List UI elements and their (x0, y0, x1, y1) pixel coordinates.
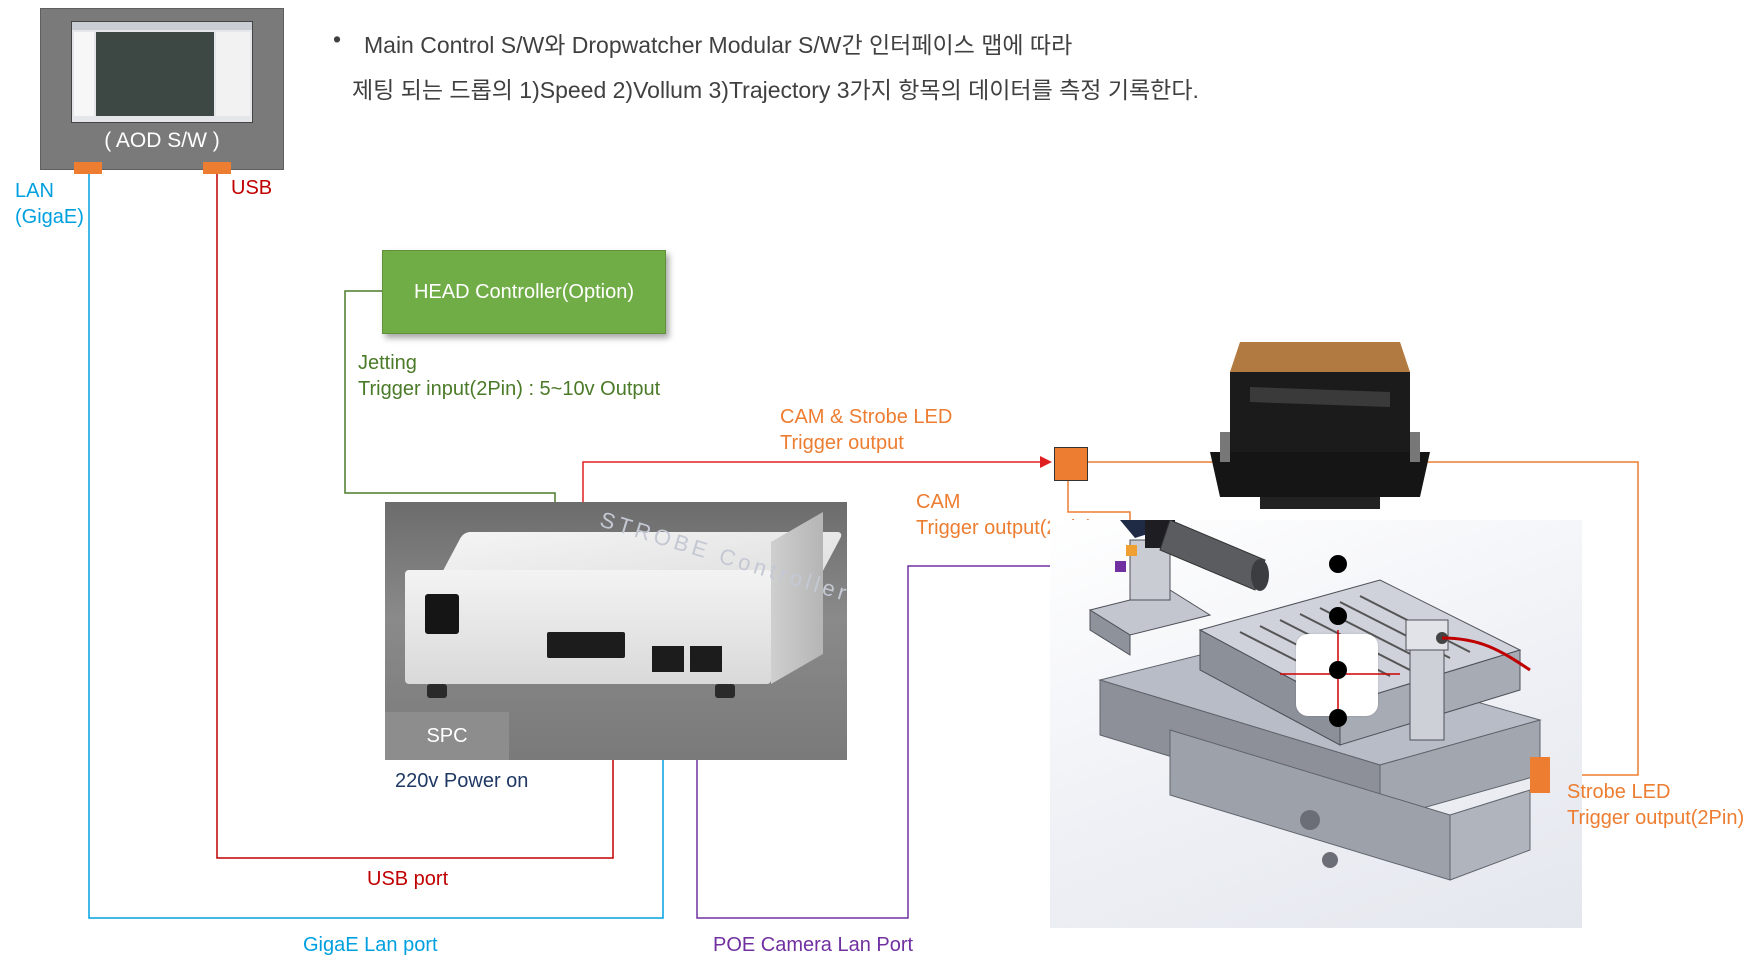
cam-trigger-pin (1126, 545, 1137, 556)
power-switch-icon (425, 594, 459, 634)
drop-2 (1329, 607, 1347, 625)
strobe-label: Strobe LED (1567, 781, 1671, 803)
strobe-led-connector (1530, 757, 1550, 793)
drop-trajectory-overlay (1280, 555, 1400, 727)
lan-label: LAN (15, 180, 54, 202)
aod-monitor: ( AOD S/W ) (40, 8, 284, 170)
cam-strobe-arrowhead (1040, 456, 1052, 468)
cam-trigger-label: Trigger output(2Pin) (916, 517, 1094, 539)
spc-label: SPC (426, 724, 468, 747)
cam-label: CAM (916, 491, 961, 513)
aod-label: ( AOD S/W ) (104, 129, 220, 152)
bullet-marker: • (333, 26, 342, 52)
spc-label-box: SPC (385, 712, 509, 760)
usb-cable-line (216, 171, 614, 859)
lan-gigae-label: (GigaE) (15, 206, 84, 228)
strobe-trigger-label: Trigger output(2Pin) (1567, 807, 1745, 829)
usb-label: USB (231, 177, 273, 199)
head-controller-label: HEAD Controller(Option) (413, 280, 635, 303)
power-label: 220v Power on (395, 770, 529, 792)
cam-strobe-label: CAM & Strobe LED (780, 406, 953, 428)
poe-camera-pin (1115, 561, 1126, 572)
gigae-port-label: GigaE Lan port (303, 934, 438, 956)
note-line-2: 제팅 되는 드롭의 1)Speed 2)Vollum 3)Trajectory … (352, 77, 1199, 103)
lan-cable-line (88, 171, 664, 919)
aod-software-screenshot (71, 21, 253, 123)
drop-4 (1329, 709, 1347, 727)
drop-3 (1329, 661, 1347, 679)
poe-port-label: POE Camera Lan Port (713, 934, 914, 956)
printhead-image (1210, 342, 1430, 509)
trigger-splitter-box (1054, 447, 1088, 481)
poe-cable-line (696, 565, 1104, 919)
jetting-trigger-label: Trigger input(2Pin) : 5~10v Output (358, 378, 661, 400)
lan-port-icon (74, 162, 102, 174)
head-controller-box: HEAD Controller(Option) (382, 250, 666, 334)
usb-port-label: USB port (367, 868, 449, 890)
drop-1 (1329, 555, 1347, 573)
poe-socket-icon (690, 646, 722, 672)
jetting-label: Jetting (358, 352, 417, 374)
dropwatcher-rig-drawing (1088, 520, 1542, 881)
note-line-1: Main Control S/W와 Dropwatcher Modular S/… (364, 32, 1073, 58)
trigger-connector-icon (547, 632, 625, 658)
drop-image-grid (96, 32, 214, 116)
usb-port-icon (203, 162, 231, 174)
cam-strobe-trigger-label: Trigger output (780, 432, 904, 454)
lan-socket-icon (652, 646, 684, 672)
